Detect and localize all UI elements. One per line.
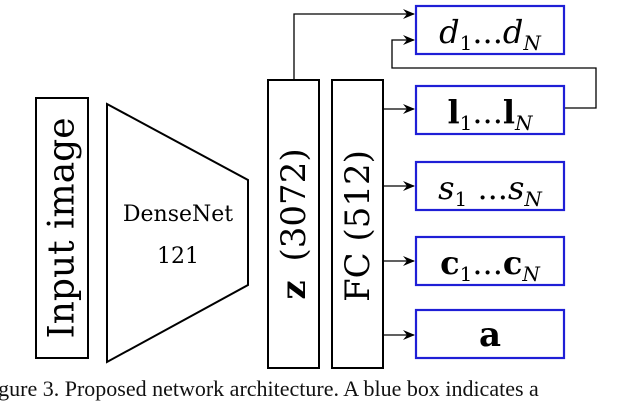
- input-image-label: Input image: [42, 117, 83, 338]
- output-box-a: [414, 308, 566, 360]
- z-feature-block: [267, 79, 320, 369]
- z-to-d-arrow: [293, 9, 415, 80]
- z-feature-label: z (3072): [274, 148, 314, 299]
- z-symbol: z: [274, 280, 314, 299]
- figure-caption-text: igure 3. Proposed network architecture. …: [0, 376, 539, 401]
- output-box-s: [414, 160, 566, 212]
- densenet-label-line1: DenseNet: [123, 202, 233, 227]
- densenet-block: [106, 102, 249, 364]
- fc-label: FC (512): [338, 150, 378, 302]
- output-box-l: [414, 84, 566, 136]
- z-size: (3072): [274, 148, 314, 261]
- input-image-box: [35, 97, 89, 359]
- output-label-c: c1...cN: [440, 244, 541, 286]
- l-to-d-feedback-arrow: [391, 35, 597, 109]
- densenet-label-line2: 121: [157, 244, 199, 269]
- output-box-d: [414, 4, 566, 56]
- output-label-a: a: [479, 315, 501, 355]
- architecture-diagram: Input image DenseNet 121 z (3072) FC (51…: [35, 4, 597, 369]
- output-label-d: d1...dN: [439, 13, 542, 55]
- output-label-s: s1 ...sN: [438, 169, 543, 211]
- output-box-c: [414, 235, 566, 287]
- fc-block: [331, 79, 384, 369]
- figure-caption: igure 3. Proposed network architecture. …: [0, 376, 628, 406]
- output-label-l: l1...lN: [447, 93, 534, 135]
